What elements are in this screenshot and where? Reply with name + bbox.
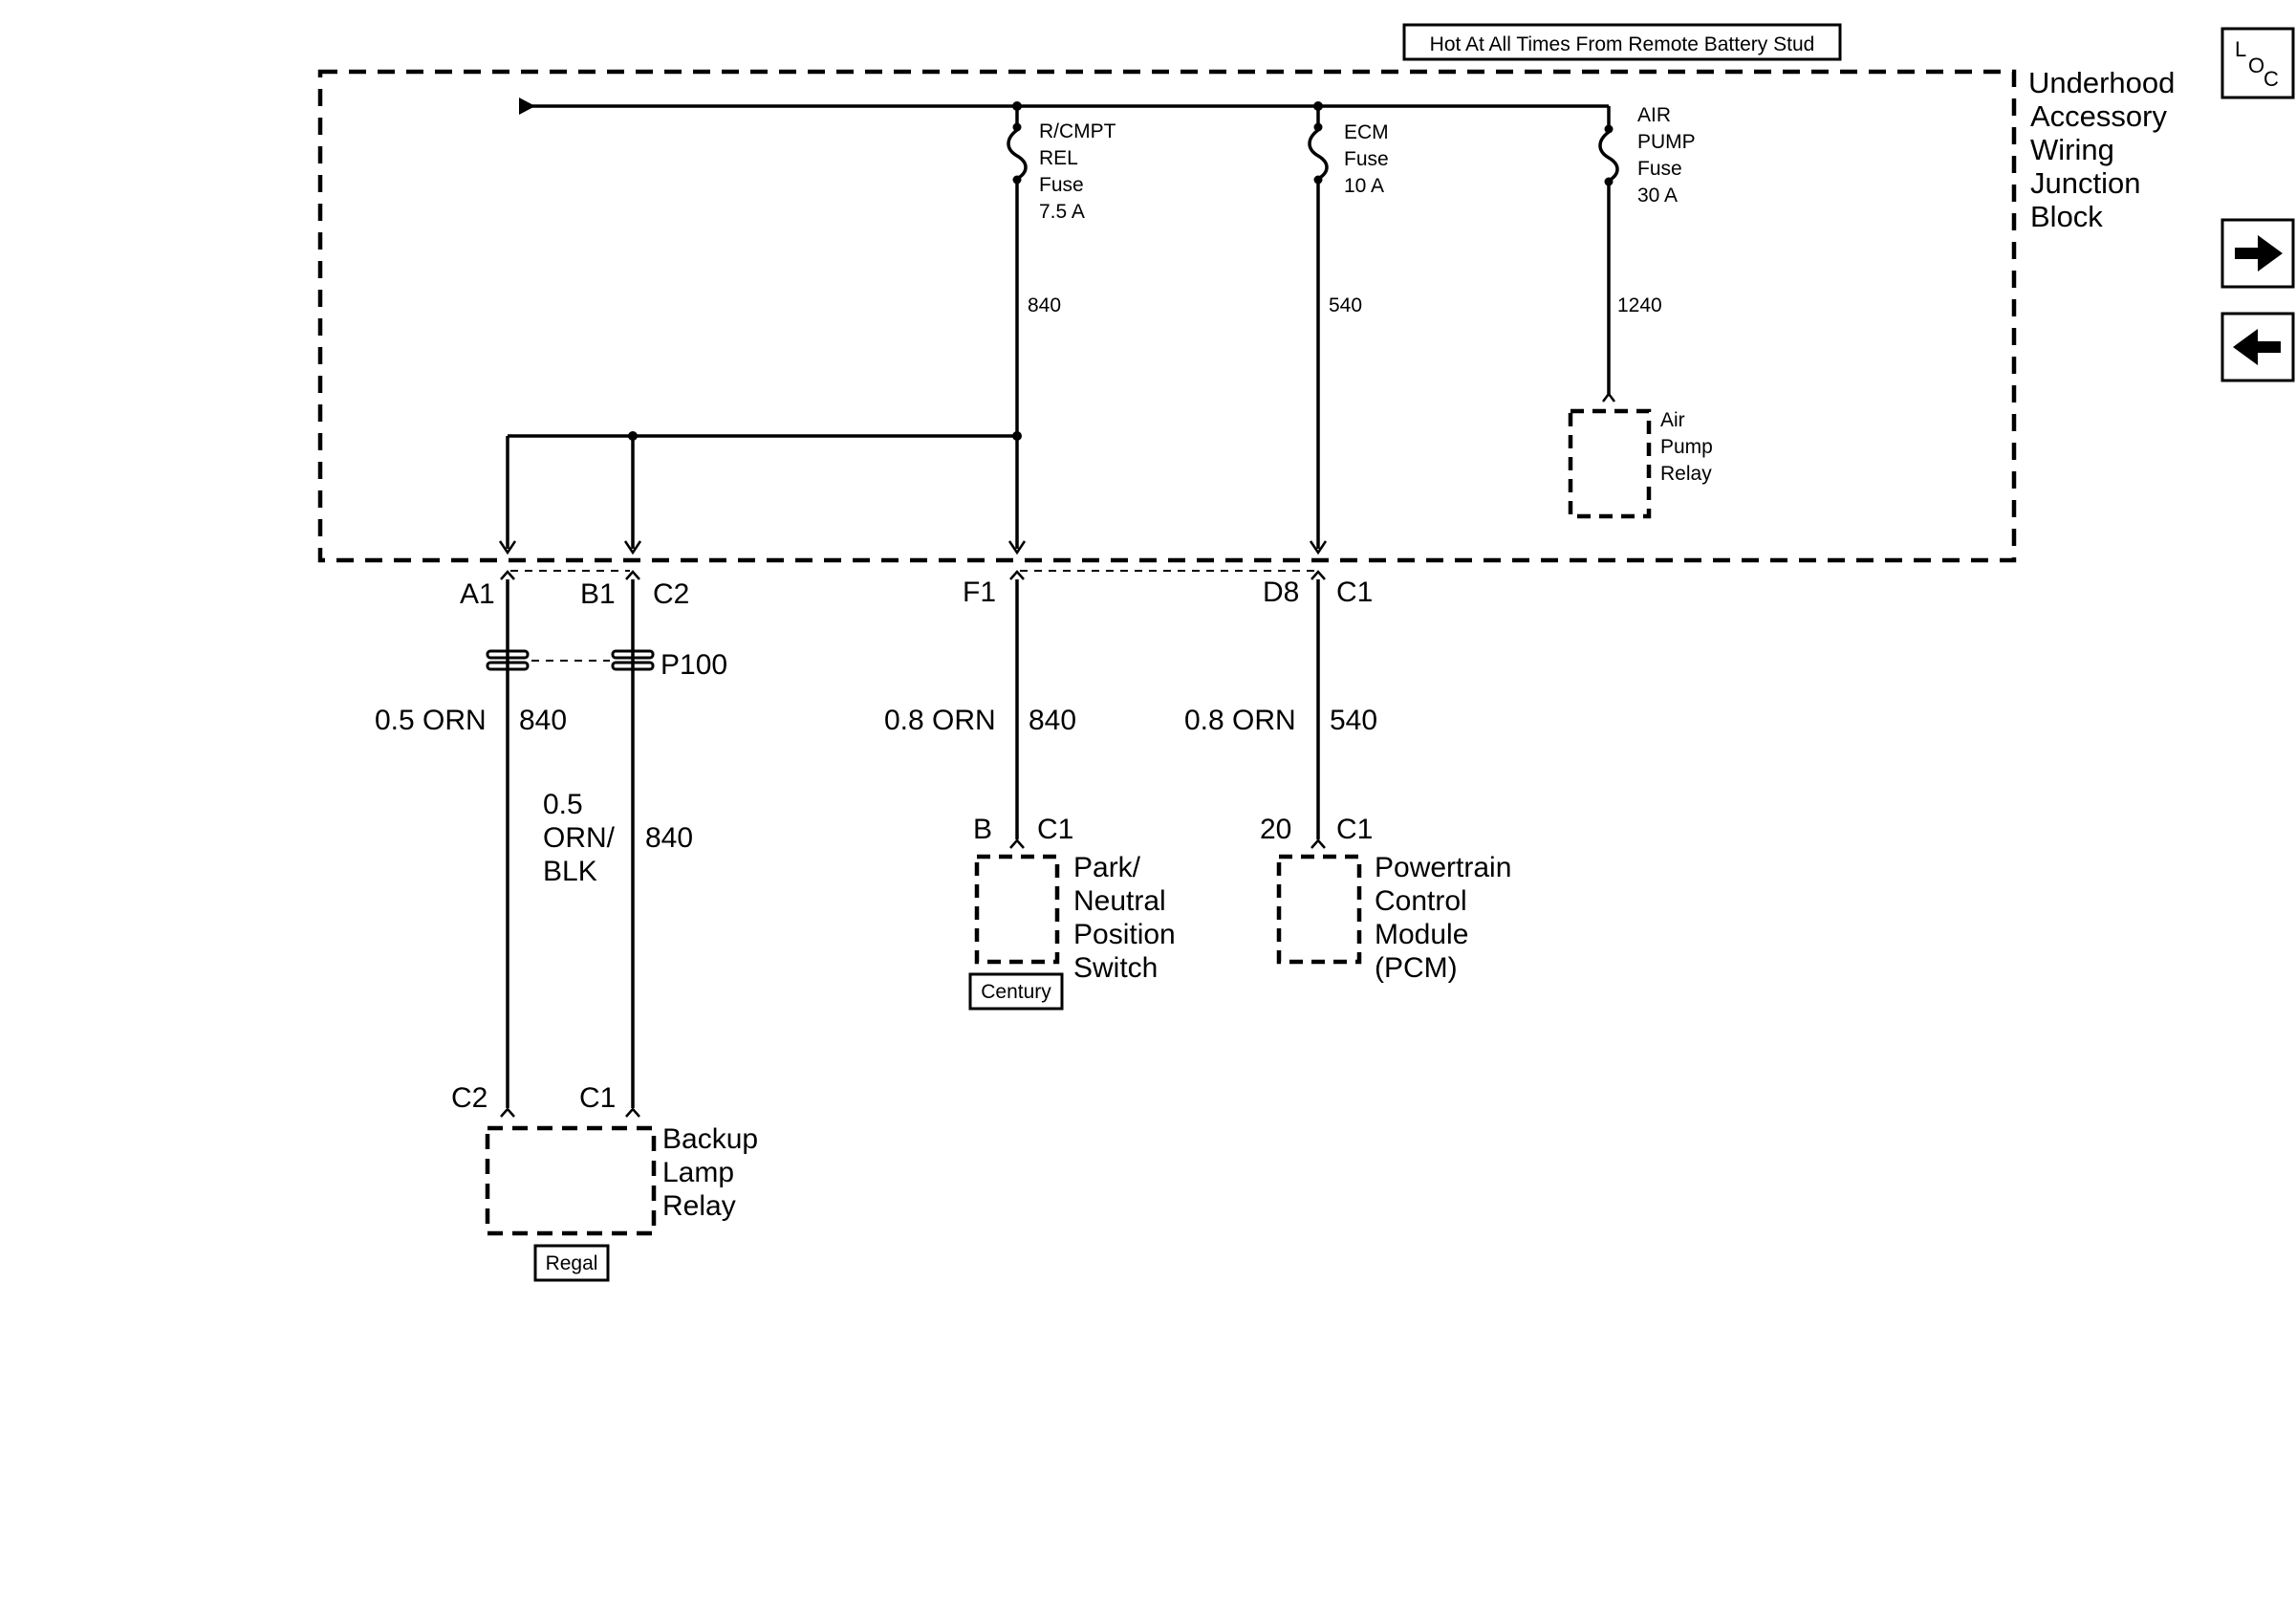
fuse-label: AIR [1637,104,1671,126]
component-label: Lamp [662,1157,734,1188]
wire-labels: 0.5 ORN 840 0.5 ORN/ BLK 840 0.8 ORN 840… [375,705,1377,887]
splice-label: P100 [661,649,727,681]
fuse-label: ECM [1344,121,1389,143]
internal-branch-840 [506,431,1022,549]
fuse-rating: 10 A [1344,175,1384,197]
fuse-rating: 7.5 A [1039,201,1085,223]
component-label: Neutral [1073,885,1166,917]
loc-letter: L [2235,37,2246,61]
pin-label: B [973,814,992,845]
fuse-label: R/CMPT [1039,120,1116,142]
loc-letter: C [2264,67,2279,91]
wire-color-label: 0.8 ORN [884,705,996,736]
fuse-air-pump: AIR PUMP Fuse 30 A 1240 [1598,104,1696,402]
component-label: Switch [1073,952,1158,984]
connector-labels: A1 B1 C2 F1 D8 C1 [460,577,1373,610]
pin-label: 20 [1260,814,1291,845]
fuse-label: PUMP [1637,131,1696,153]
component-label: Park/ [1073,852,1141,883]
fuse-rating: 30 A [1637,185,1678,207]
connector-f1-label: F1 [963,577,996,608]
component-label: Module [1375,919,1468,950]
junction-block-name-line: Underhood [2028,66,2175,99]
component-label: Position [1073,919,1176,950]
component-label: Relay [662,1190,736,1222]
relay-label: Relay [1660,463,1712,485]
fuse-label: Fuse [1039,174,1084,196]
fuse-label: REL [1039,147,1078,169]
connector-receptacles [500,570,1326,580]
component-label: (PCM) [1375,952,1458,984]
circuit-number: 840 [1028,294,1061,316]
wire-color-label: ORN/ [543,822,616,854]
backup-lamp-relay: C2 C1 Backup Lamp Relay Regal [451,1082,758,1282]
arrow-left-icon [2233,329,2281,365]
next-page-button[interactable] [2220,218,2295,289]
circuit-number: 1240 [1617,294,1662,316]
air-pump-relay: Air Pump Relay [1568,408,1713,519]
junction-block-name-line: Wiring [2030,133,2114,166]
connector-b1-label: B1 [580,578,616,610]
fuse-rcmpt: R/CMPT REL Fuse 7.5 A 840 [1007,106,1116,549]
wire-circuit-label: 840 [519,705,567,736]
wire-color-label: 0.5 ORN [375,705,487,736]
connector-label: C1 [1037,814,1073,845]
junction-block-name-line: Block [2030,200,2103,233]
component-label: Powertrain [1375,852,1511,883]
fuse-label: Fuse [1344,148,1389,170]
connector-label: C1 [1336,814,1373,845]
power-source-text: Hot At All Times From Remote Battery Stu… [1430,33,1815,55]
loc-button[interactable]: L O C [2220,27,2295,99]
harness-wires [506,579,1320,1108]
option-badge: Century [981,981,1051,1003]
connector-c2-label: C2 [653,578,689,610]
wire-size-label: 0.5 [543,789,583,820]
wire-circuit-label: 540 [1330,705,1377,736]
junction-block-border [317,69,2017,563]
wire-color-label: BLK [543,856,597,887]
wire-color-label: 0.8 ORN [1184,705,1296,736]
junction-block-name-line: Accessory [2030,99,2167,133]
power-source-label: Hot At All Times From Remote Battery Stu… [1402,23,1842,61]
relay-label: Air [1660,409,1685,431]
arrow-right-icon [2235,235,2283,272]
junction-block-name-line: Junction [2030,166,2140,200]
component-label: Backup [662,1123,758,1155]
pin-label: C2 [451,1082,487,1114]
connector-c1-label: C1 [1336,577,1373,608]
powertrain-control-module: 20 C1 Powertrain Control Module (PCM) [1260,814,1511,984]
option-badge: Regal [546,1252,598,1274]
wire-circuit-label: 840 [1029,705,1076,736]
loc-letter: O [2248,54,2264,77]
relay-label: Pump [1660,436,1713,458]
connector-a1-label: A1 [460,578,495,610]
park-neutral-position-switch: B C1 Park/ Neutral Position Switch Centu… [968,814,1176,1011]
pin-label: C1 [579,1082,616,1114]
block-outputs [498,540,1328,555]
wire-circuit-label: 840 [645,822,693,854]
fuse-ecm: ECM Fuse 10 A 540 [1308,106,1389,549]
component-label: Control [1375,885,1467,917]
fuse-label: Fuse [1637,158,1682,180]
circuit-number: 540 [1329,294,1362,316]
connector-d8-label: D8 [1263,577,1299,608]
previous-page-button[interactable] [2220,312,2295,382]
inline-connector-p100: P100 [486,649,727,681]
junction-block-name: Underhood Accessory Wiring Junction Bloc… [2028,66,2175,233]
